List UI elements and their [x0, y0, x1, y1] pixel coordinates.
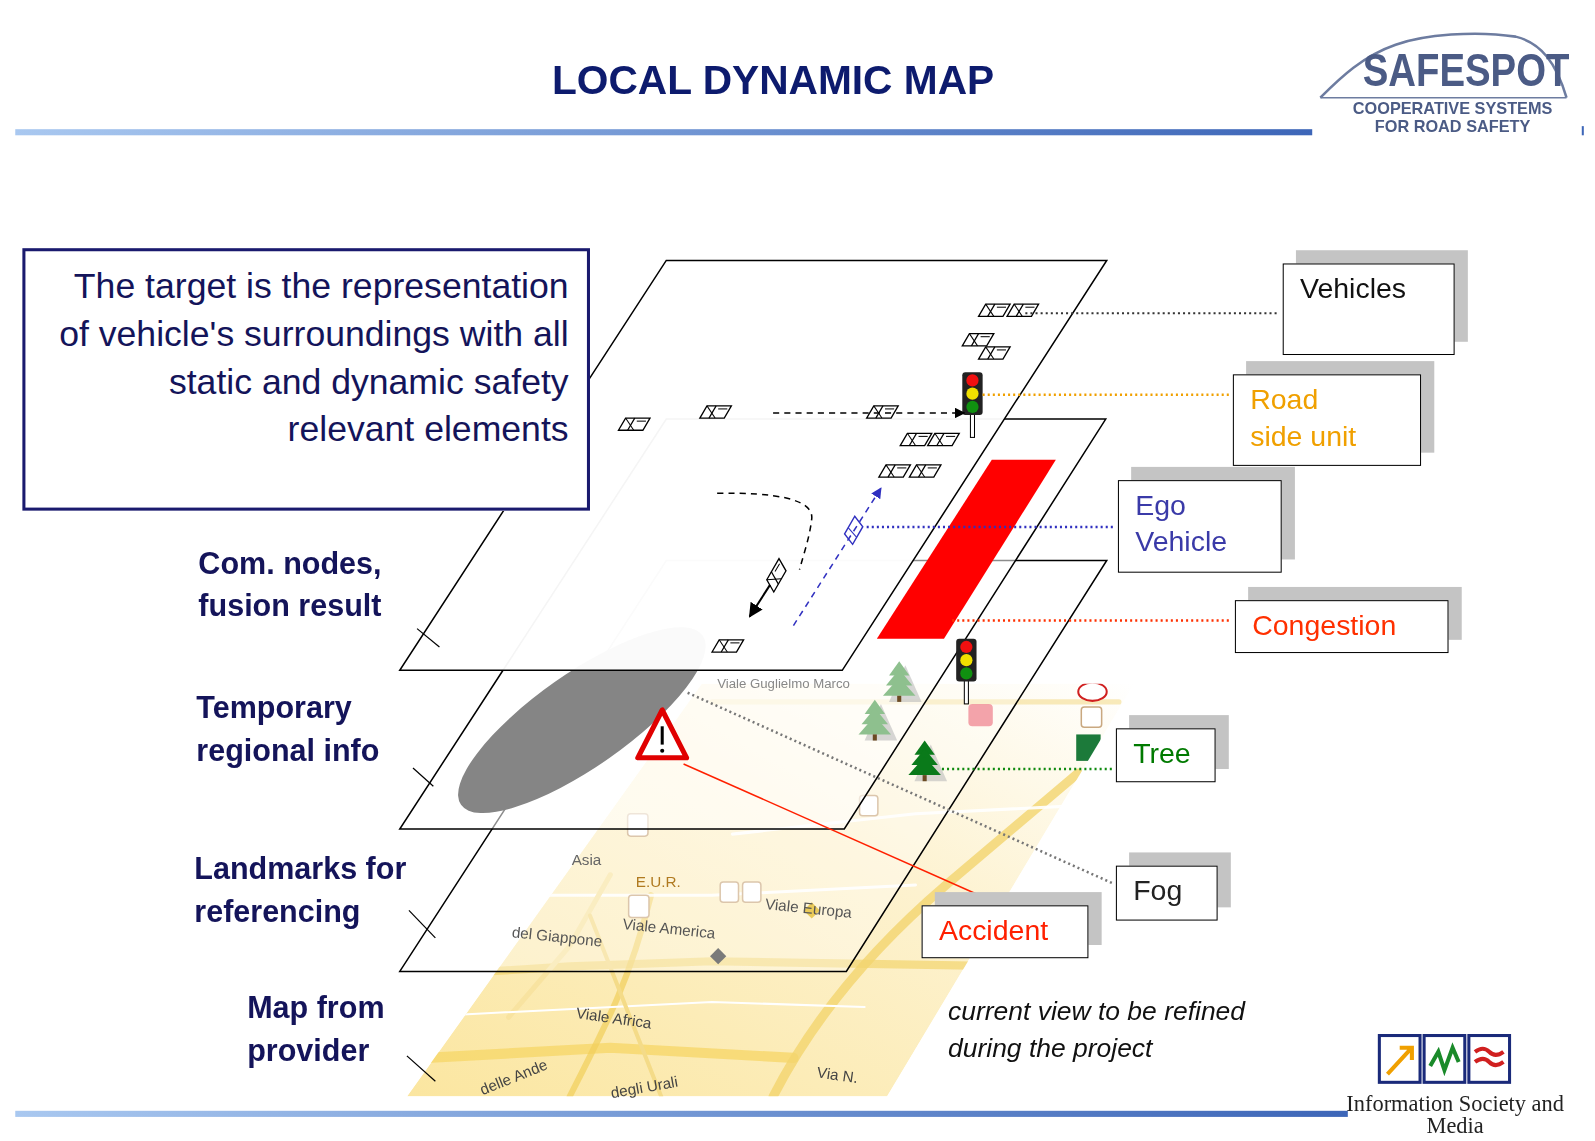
layer-label: Map from provider	[247, 987, 430, 1072]
box-label: The target is the representation of vehi…	[44, 261, 569, 452]
road-side-unit-box: Road side unit	[1233, 374, 1421, 466]
box-label: Tree	[1133, 735, 1198, 772]
layer-label: Landmarks for referencing	[194, 847, 448, 932]
logo-caption: Information Society and Media	[1341, 1092, 1570, 1137]
vehicles-box: Vehicles	[1283, 263, 1455, 355]
street-name: Viale Guglielmo Marco	[717, 675, 850, 691]
layer-label: Com. nodes, fusion result	[198, 542, 417, 627]
tree-box: Tree	[1116, 728, 1216, 782]
district-name: Asia	[572, 850, 602, 868]
accident-box: Accident	[922, 905, 1089, 958]
logo-subtitle: COOPERATIVE SYSTEMS FOR ROAD SAFETY	[1341, 100, 1565, 137]
box-label: Ego Vehicle	[1135, 487, 1247, 560]
ego-vehicle-box: Ego Vehicle	[1118, 480, 1282, 573]
district-name: E.U.R.	[636, 873, 681, 891]
layer-label: Temporary regional info	[196, 687, 415, 772]
box-label: Congestion	[1252, 607, 1431, 644]
congestion-box: Congestion	[1235, 600, 1449, 653]
box-label: Road side unit	[1250, 381, 1370, 454]
box-label: Accident	[939, 912, 1071, 949]
fog-box: Fog	[1116, 866, 1218, 921]
box-label: Fog	[1133, 873, 1200, 910]
logo-name: SAFESPOT	[1363, 43, 1563, 99]
title: LOCAL DYNAMIC MAP	[427, 57, 1119, 103]
box-label: Vehicles	[1300, 271, 1437, 308]
target-box: The target is the representation of vehi…	[22, 248, 590, 510]
note: current view to be refined during the pr…	[948, 993, 1304, 1066]
